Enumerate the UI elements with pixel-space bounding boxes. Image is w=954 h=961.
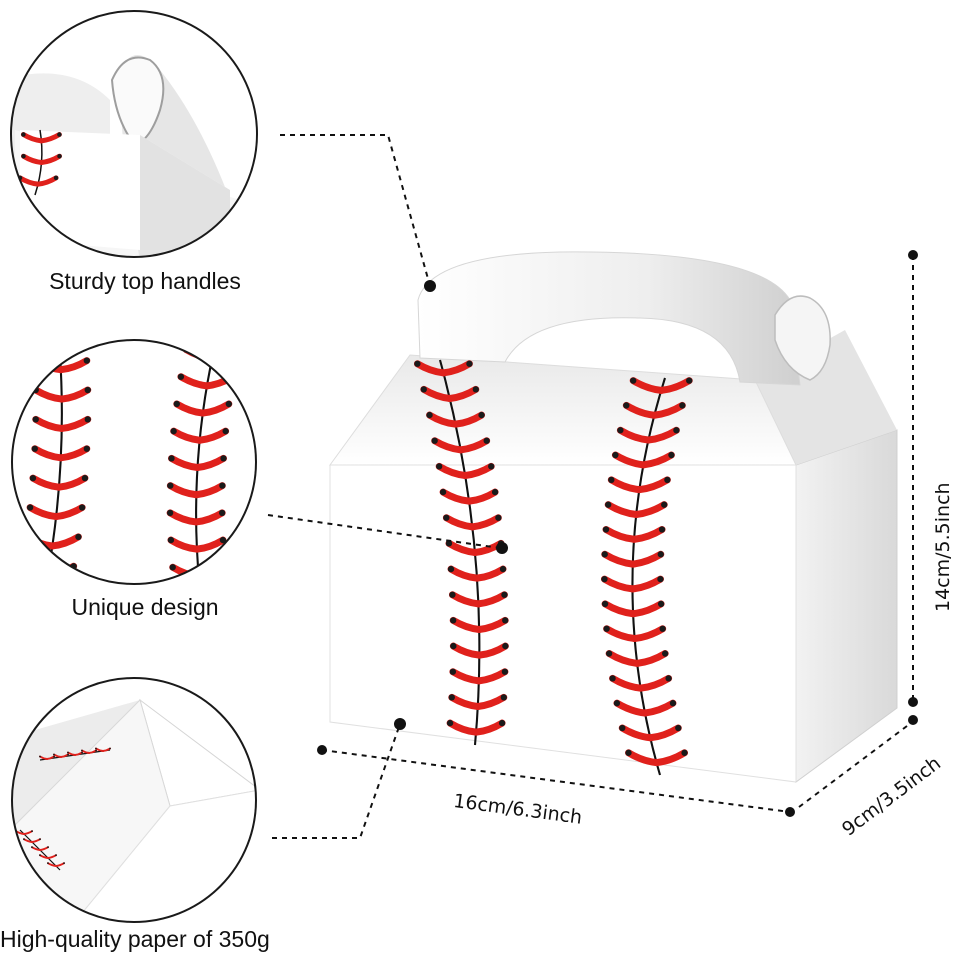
gable-box [329,251,898,783]
dimension-dots [317,250,918,817]
height-label: 14cm/5.5inch [932,482,954,612]
feature-label-paper: High-quality paper of 350g [0,926,270,952]
detail-circle-paper [11,677,257,923]
length-dimension-line [321,749,791,813]
baseball-stitching [413,359,693,776]
dimension-lines [267,134,916,839]
depth-dimension-line [794,719,916,811]
box-side-panel [795,429,898,783]
leader-paper [272,723,401,839]
feature-label-handles: Sturdy top handles [49,268,241,294]
box-handle-tab [774,295,831,381]
feature-label-design: Unique design [71,594,219,620]
leader-handles [280,134,431,287]
box-roof-front [329,354,797,466]
box-front-panel [329,464,797,783]
detail-circle-design [11,339,257,585]
detail-circle-handles [10,10,258,258]
